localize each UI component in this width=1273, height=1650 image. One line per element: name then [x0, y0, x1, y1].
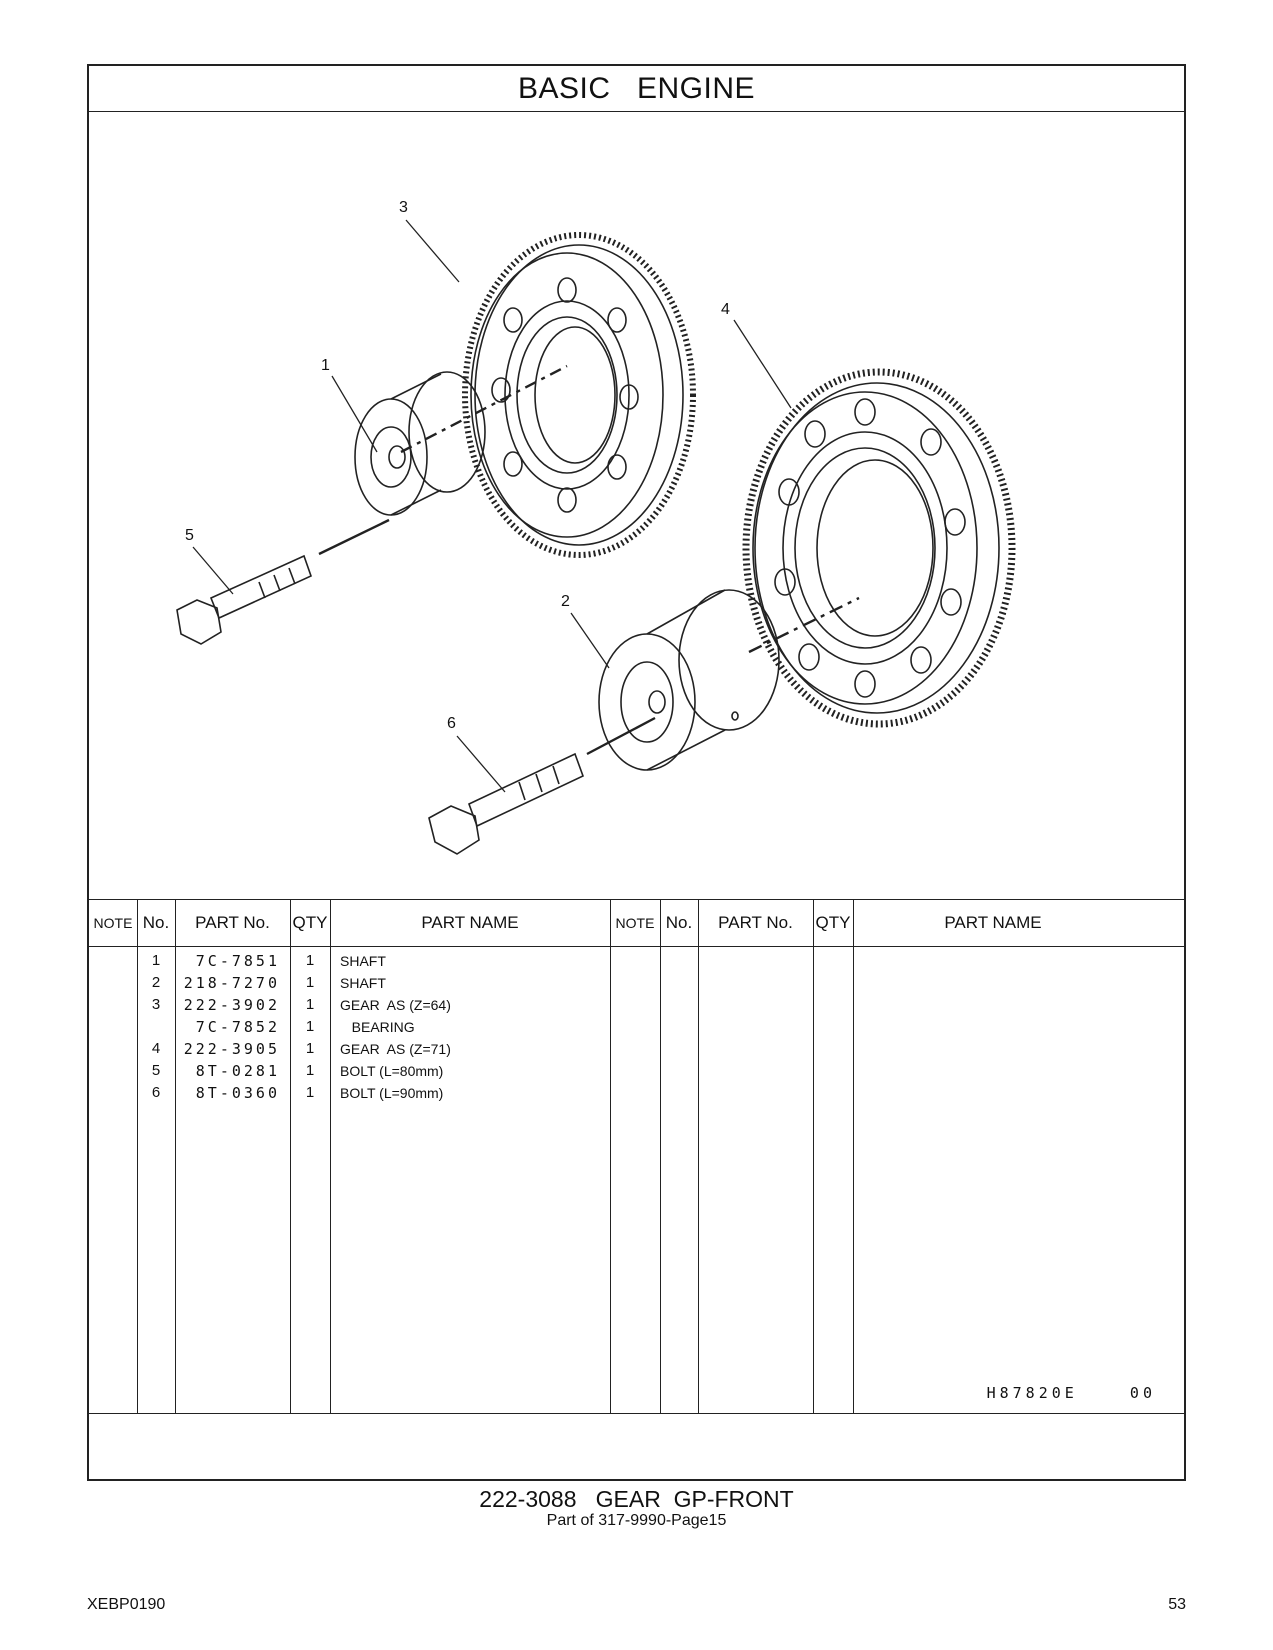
col-divider [175, 900, 176, 1414]
page-number: 53 [1168, 1596, 1186, 1613]
header-part-name-right: PART NAME [944, 913, 1042, 932]
header-note-left: NOTE [93, 915, 133, 931]
table-cell-no: 1 [151, 952, 161, 969]
header-part-name-left: PART NAME [421, 913, 519, 932]
header-no-right: No. [665, 913, 693, 932]
doc-code: XEBP0190 [87, 1596, 166, 1613]
header-qty-right: QTY [815, 913, 851, 932]
col-divider [853, 900, 854, 1414]
col-divider [610, 900, 611, 1414]
header-part-no-right: PART No. [718, 913, 793, 932]
callout-1: 1 [321, 357, 330, 374]
table-cell-qty: 1 [305, 952, 315, 969]
table-cell-part-name: BEARING [340, 1019, 415, 1035]
table-cell-part-name: SHAFT [340, 953, 386, 969]
section-title: BASIC ENGINE [517, 71, 756, 105]
table-cell-part-name: SHAFT [340, 975, 386, 991]
table-cell-qty: 1 [305, 996, 315, 1013]
table-cell-part-name: BOLT (L=80mm) [340, 1063, 444, 1079]
table-cell-part-no: 7C-7851 [195, 952, 280, 970]
table-bottom-divider [89, 1413, 1184, 1414]
table-cell-no: 5 [151, 1062, 161, 1079]
table-cell-part-no: 7C-7852 [195, 1018, 280, 1036]
gear-z64-drawing [462, 232, 696, 558]
table-cell-part-no: 222-3905 [183, 1040, 280, 1058]
drawing-id: H87820E 00 [986, 1384, 1156, 1402]
shaft-2-drawing [598, 589, 780, 771]
group-subtitle: Part of 317-9990-Page15 [546, 1512, 727, 1529]
callout-6: 6 [447, 715, 456, 732]
exploded-parts-diagram: 3 4 1 5 2 6 [176, 199, 1016, 855]
col-divider [660, 900, 661, 1414]
section-title-row: BASIC ENGINE [89, 66, 1184, 112]
table-cell-part-name: GEAR AS (Z=71) [340, 1041, 451, 1057]
table-cell-no: 6 [151, 1084, 161, 1101]
table-cell-part-name: GEAR AS (Z=64) [340, 997, 451, 1013]
table-cell-qty: 1 [305, 1062, 315, 1079]
col-divider [290, 900, 291, 1414]
gear-z71-drawing [742, 368, 1016, 728]
table-cell-part-no: 8T-0360 [195, 1084, 280, 1102]
col-divider [137, 900, 138, 1414]
callout-2: 2 [561, 593, 570, 610]
table-cell-no: 3 [151, 996, 161, 1013]
callout-5: 5 [185, 527, 194, 544]
col-divider [698, 900, 699, 1414]
table-cell-part-no: 218-7270 [183, 974, 280, 992]
table-cell-part-no: 222-3902 [183, 996, 280, 1014]
table-cell-part-no: 8T-0281 [195, 1062, 280, 1080]
table-header-divider [89, 946, 1184, 947]
header-part-no-left: PART No. [195, 913, 270, 932]
table-cell-qty: 1 [305, 1040, 315, 1057]
header-note-right: NOTE [615, 915, 655, 931]
bolt-5-drawing [176, 554, 312, 645]
callout-3: 3 [399, 199, 408, 216]
table-cell-qty: 1 [305, 974, 315, 991]
bolt-6-drawing [428, 752, 585, 855]
table-cell-part-name: BOLT (L=90mm) [340, 1085, 444, 1101]
table-cell-qty: 1 [305, 1018, 315, 1035]
table-cell-qty: 1 [305, 1084, 315, 1101]
shaft-1-drawing [354, 371, 486, 516]
group-title: 222-3088 GEAR GP-FRONT [479, 1486, 794, 1512]
header-no-left: No. [142, 913, 170, 932]
table-cell-no: 4 [151, 1040, 161, 1057]
header-qty-left: QTY [292, 913, 328, 932]
table-cell-no: 2 [151, 974, 161, 991]
parts-sheet-frame: BASIC ENGINE [87, 64, 1186, 1481]
col-divider [813, 900, 814, 1414]
parts-table: NOTE No. PART No. QTY PART NAME NOTE No.… [89, 899, 1184, 1414]
col-divider [330, 900, 331, 1414]
callout-4: 4 [721, 301, 730, 318]
